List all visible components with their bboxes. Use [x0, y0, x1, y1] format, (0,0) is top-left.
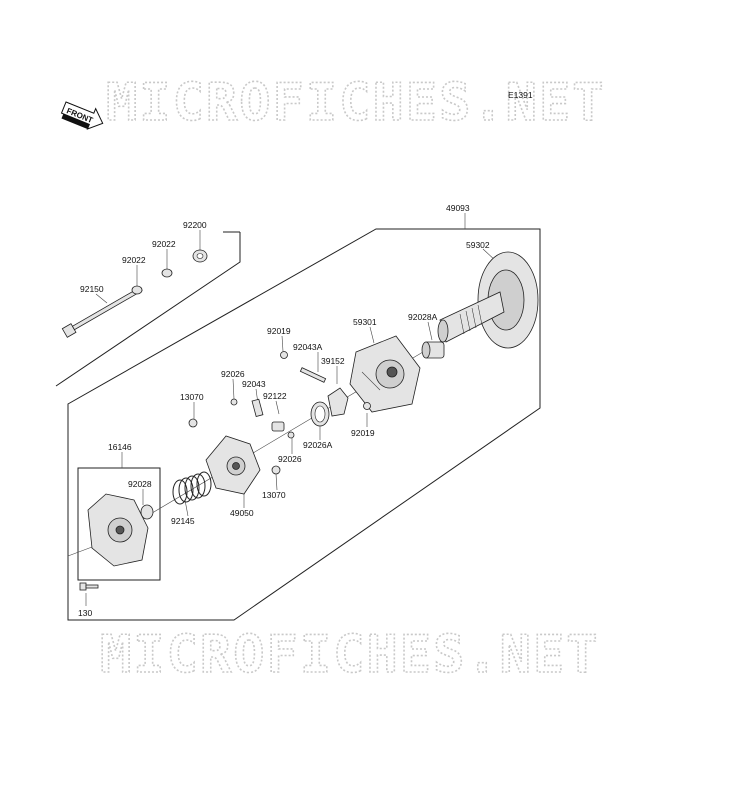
nut-b-part [363, 402, 371, 410]
spider-part [205, 435, 261, 495]
watermark-bottom: MICROFICHES.NET [100, 625, 600, 685]
subassembly-frame [77, 467, 161, 581]
movable-sheave-part [349, 335, 421, 413]
washer-small-a-part [230, 398, 238, 406]
label-92019-a: 92019 [267, 326, 291, 336]
assembly-frame [67, 228, 541, 621]
bushing-part [421, 341, 445, 359]
pin-a-part [299, 367, 327, 383]
label-13070-b: 13070 [262, 490, 286, 500]
label-92026-b: 92026 [278, 454, 302, 464]
spring-part [172, 471, 212, 505]
pin-part [251, 398, 264, 417]
small-bolt-part [79, 582, 99, 591]
label-92122: 92122 [263, 391, 287, 401]
label-13070-a: 13070 [180, 392, 204, 402]
label-92026A: 92026A [303, 440, 333, 450]
collar-b-part [271, 465, 281, 475]
label-92028: 92028 [128, 479, 152, 489]
label-92026-a: 92026 [221, 369, 245, 379]
label-49050: 49050 [230, 508, 254, 518]
washer-a-part [161, 268, 173, 278]
label-92019-b: 92019 [351, 428, 375, 438]
label-92043A: 92043A [293, 342, 323, 352]
label-92043: 92043 [242, 379, 266, 389]
bolt-frame [55, 232, 241, 387]
label-92022-b: 92022 [122, 255, 146, 265]
collar-a-part [188, 418, 198, 428]
label-59301: 59301 [353, 317, 377, 327]
cover-part [87, 493, 149, 567]
label-16146: 16146 [108, 442, 132, 452]
label-39152: 39152 [321, 356, 345, 366]
roller-part [271, 421, 285, 432]
label-59302: 59302 [466, 240, 490, 250]
washer-b-part [131, 285, 143, 295]
diagram-code: E1391 [508, 90, 533, 100]
front-arrow-icon: FRONT [60, 101, 104, 130]
fixed-sheave-part [437, 251, 539, 349]
nut-a-part [280, 351, 288, 359]
watermark-top: MICROFICHES.NET [106, 73, 606, 133]
label-49093: 49093 [446, 203, 470, 213]
washer-small-b-part [287, 431, 295, 439]
label-92200: 92200 [183, 220, 207, 230]
weight-arm-part [327, 387, 349, 417]
label-92022-a: 92022 [152, 239, 176, 249]
cover-bushing-part [140, 504, 154, 520]
label-92150: 92150 [80, 284, 104, 294]
label-92028A: 92028A [408, 312, 438, 322]
label-92145: 92145 [171, 516, 195, 526]
label-130: 130 [78, 608, 92, 618]
